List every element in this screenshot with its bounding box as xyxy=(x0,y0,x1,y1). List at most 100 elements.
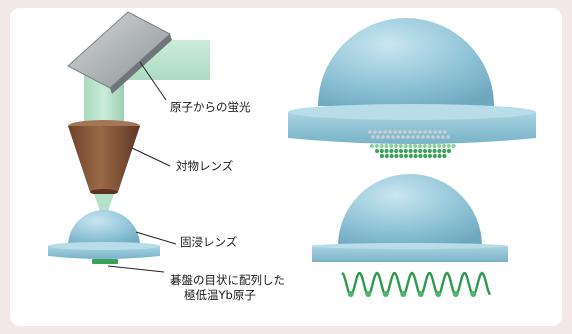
atom-ghost xyxy=(371,135,375,139)
atom xyxy=(446,143,451,149)
atom xyxy=(437,153,442,159)
atom xyxy=(441,143,447,149)
atom-ghost xyxy=(406,135,410,139)
atom xyxy=(408,143,413,149)
atom xyxy=(437,148,442,154)
lower-lens-plate xyxy=(312,246,508,262)
leader-atoms xyxy=(107,265,165,273)
atom-ghost xyxy=(431,135,435,139)
atom xyxy=(389,148,394,154)
lower-lens-plate-top xyxy=(312,243,508,249)
atom-ghost xyxy=(378,130,382,134)
atom-ghost xyxy=(441,135,445,139)
atom xyxy=(422,148,428,154)
atom xyxy=(379,143,384,149)
atom xyxy=(423,153,428,159)
atom xyxy=(413,148,418,154)
leader-immersion xyxy=(135,231,177,245)
atom-lattice-large xyxy=(368,130,456,159)
objective-lens-bottom xyxy=(90,189,118,195)
atom xyxy=(437,143,442,149)
label-atoms-line1: 碁盤の目状に配列した xyxy=(170,273,285,287)
large-lens-plate-front xyxy=(288,112,536,144)
atom-ghost xyxy=(401,135,405,139)
leader-objective xyxy=(131,147,171,167)
trapped-atom xyxy=(435,291,442,297)
atom-ghost xyxy=(393,130,397,134)
trapped-atom xyxy=(452,291,459,297)
atom xyxy=(389,153,394,159)
atom xyxy=(442,153,447,159)
atom xyxy=(384,143,389,149)
atom xyxy=(374,148,380,154)
atom xyxy=(446,148,452,154)
atom-array-small xyxy=(92,259,118,264)
atom xyxy=(417,143,423,149)
trapped-atom xyxy=(417,291,424,297)
atom-ghost xyxy=(423,130,427,134)
trapped-atoms xyxy=(347,291,477,297)
atom xyxy=(399,153,404,159)
leader-fluorescence xyxy=(139,61,167,101)
trapped-atom xyxy=(347,291,354,297)
atom-ghost xyxy=(368,130,372,134)
large-lens-plate-top xyxy=(288,104,536,120)
atom xyxy=(408,153,413,159)
atom xyxy=(394,153,399,159)
trapped-atom xyxy=(382,291,389,297)
atom xyxy=(394,148,399,154)
atom xyxy=(403,148,408,154)
atom-ghost xyxy=(396,135,400,139)
atom-ghost xyxy=(418,130,422,134)
atom xyxy=(442,148,447,154)
atom xyxy=(413,143,418,149)
atom-ghost xyxy=(411,135,415,139)
trapped-atom xyxy=(400,291,407,297)
atom xyxy=(418,153,423,159)
atom-ghost xyxy=(388,130,392,134)
trapped-atom xyxy=(470,291,477,297)
atom xyxy=(384,148,389,154)
atom xyxy=(389,143,394,149)
atom-ghost xyxy=(413,130,417,134)
label-objective-lens: 対物レンズ xyxy=(176,159,234,173)
atom-ghost xyxy=(408,130,412,134)
atom xyxy=(393,143,399,149)
atom-ghost xyxy=(391,135,395,139)
atom xyxy=(374,143,379,149)
atom-ghost xyxy=(436,135,440,139)
atom-ghost xyxy=(403,130,407,134)
atom-ghost xyxy=(426,135,430,139)
atom-ghost xyxy=(381,135,385,139)
atom xyxy=(379,148,384,154)
atom xyxy=(432,143,437,149)
atom xyxy=(403,143,408,149)
atom xyxy=(451,143,456,149)
atom-ghost xyxy=(376,135,380,139)
atom-ghost xyxy=(438,130,442,134)
atom xyxy=(422,143,427,149)
atom-ghost xyxy=(386,135,390,139)
atom xyxy=(403,153,409,159)
atom-ghost xyxy=(383,130,387,134)
atom-ghost xyxy=(428,130,432,134)
atom xyxy=(418,148,423,154)
atom-ghost xyxy=(421,135,425,139)
atom xyxy=(379,153,385,159)
atom xyxy=(398,148,404,154)
large-lens-dome xyxy=(318,18,494,106)
label-fluorescence: 原子からの蛍光 xyxy=(170,100,251,114)
atom-ghost xyxy=(433,130,437,134)
objective-lens xyxy=(68,126,140,192)
atom xyxy=(408,148,413,154)
atom xyxy=(413,153,418,159)
atom xyxy=(384,153,389,159)
atom xyxy=(427,143,432,149)
atom xyxy=(432,148,437,154)
lower-lens-dome xyxy=(338,174,482,246)
atom-ghost xyxy=(416,135,420,139)
label-immersion-lens: 固浸レンズ xyxy=(180,235,238,249)
focus-cone xyxy=(94,194,114,222)
immersion-lens-dome xyxy=(68,210,140,246)
atom-ghost xyxy=(398,130,402,134)
